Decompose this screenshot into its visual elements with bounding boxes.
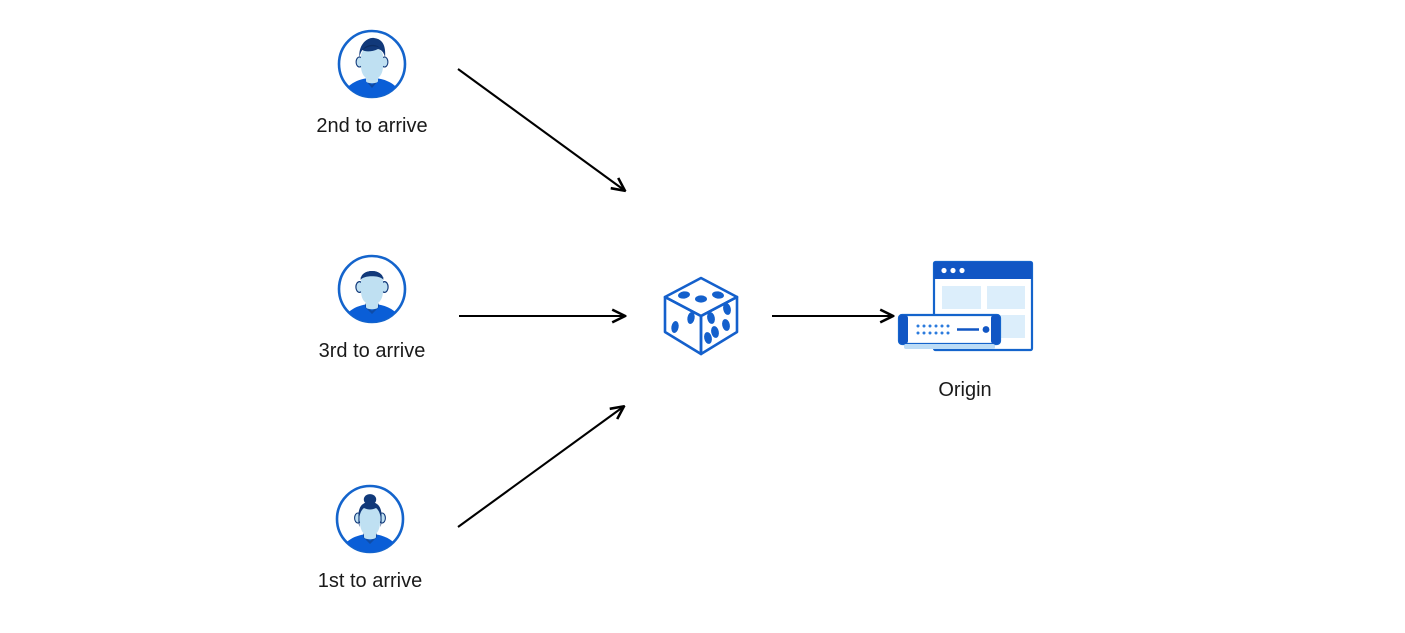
user-avatar-icon [334,483,406,555]
client-label-2nd: 2nd to arrive [316,115,428,137]
client-node-3rd[interactable]: 3rd to arrive [319,253,425,363]
client-node-2nd[interactable]: 2nd to arrive [316,28,428,138]
origin-label: Origin [938,379,992,401]
origin-node[interactable]: Origin [894,258,1036,402]
client-label-1st: 1st to arrive [317,570,423,592]
client-node-1st[interactable]: 1st to arrive [318,483,422,593]
arrow-client-1st-to-dice [457,407,623,528]
user-avatar-icon [336,28,408,100]
arrow-client-2nd-to-dice [457,68,624,190]
dice-icon [655,270,747,362]
client-label-3rd: 3rd to arrive [318,340,426,362]
randomizer-node[interactable] [655,270,747,362]
user-avatar-icon [336,253,408,325]
origin-server-icon [894,258,1036,358]
